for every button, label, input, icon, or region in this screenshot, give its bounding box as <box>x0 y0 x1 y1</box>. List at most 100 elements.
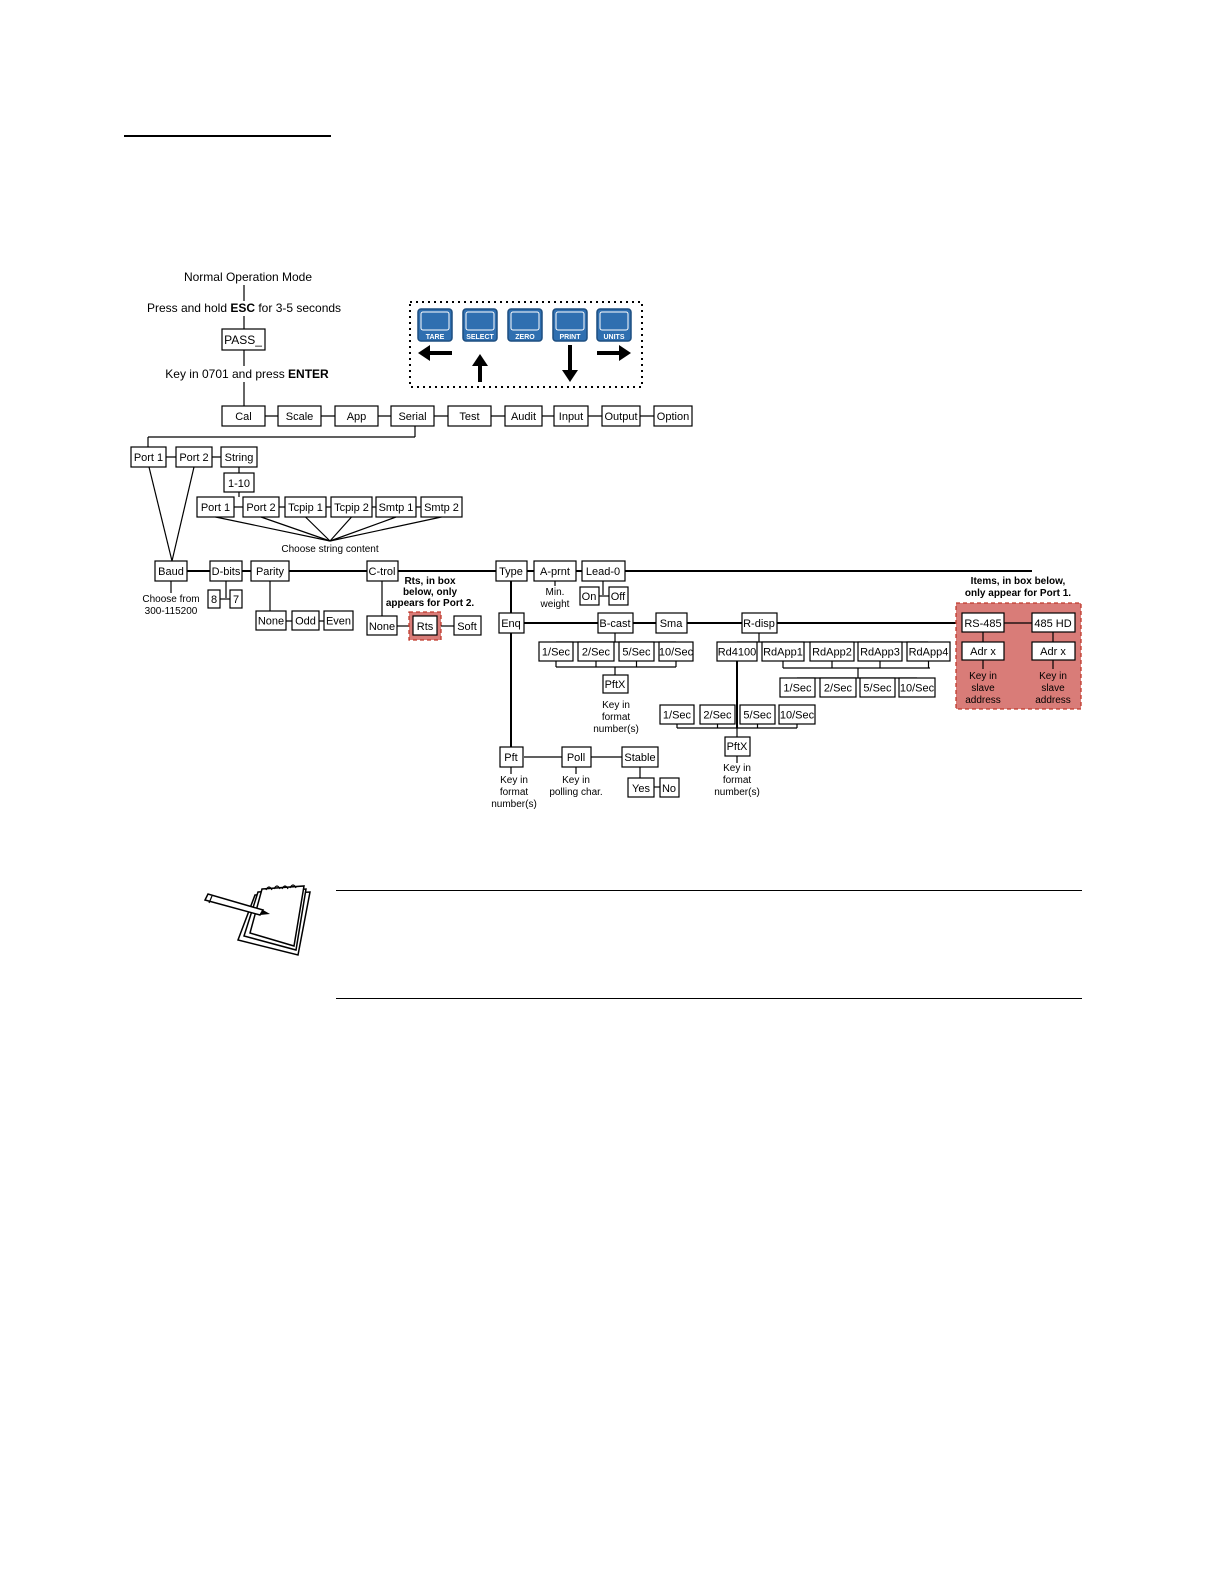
enq-label: Enq <box>501 618 521 630</box>
svg-text:SELECT: SELECT <box>466 334 494 341</box>
rd4100-rate-3-box <box>778 704 816 725</box>
note-rule-bottom <box>336 998 1082 999</box>
port-2-label: String <box>225 452 254 464</box>
rts-note-3: appears for Port 2. <box>386 598 475 609</box>
string-target-4-label: Smtp 1 <box>379 502 414 514</box>
menu-app-box <box>334 405 379 427</box>
svg-text:polling char.: polling char. <box>549 787 602 798</box>
lead0-off-box <box>608 586 629 606</box>
string-target-5-label: Smtp 2 <box>424 502 459 514</box>
svg-text:slave: slave <box>971 683 995 694</box>
menu-test-box <box>447 405 492 427</box>
rts-note-1: Rts, in box <box>404 576 456 587</box>
rd-opt-4-box <box>906 641 951 662</box>
zero-key-icon: ZERO <box>507 308 543 342</box>
menu-output-box <box>601 405 641 427</box>
svg-text:address: address <box>965 695 1001 706</box>
stable-no-box <box>659 777 680 798</box>
parity-even-label: Even <box>326 616 351 628</box>
pft-label: Pft <box>504 752 517 764</box>
bcast-label: B-cast <box>599 618 630 630</box>
rd4100-rate-1-label: 2/Sec <box>703 710 732 722</box>
bcast-rate-2-label: 5/Sec <box>622 647 651 659</box>
key-in-label: Key in 0701 and press ENTER <box>165 367 329 381</box>
menu-cal-box <box>221 405 266 427</box>
svg-text:PftX: PftX <box>727 741 748 753</box>
up-arrow-icon <box>472 354 488 382</box>
key-legend-frame <box>409 301 643 388</box>
baud-label: Baud <box>158 566 184 578</box>
port-0-box <box>130 446 167 468</box>
svg-text:Key in: Key in <box>500 775 528 786</box>
ctrol-rts-box <box>412 615 438 636</box>
rd-opt-0-label: Rd4100 <box>718 647 757 659</box>
rd-rate-0-box <box>779 677 816 698</box>
svg-text:7: 7 <box>233 594 239 606</box>
svg-text:No: No <box>662 783 676 795</box>
svg-text:number(s): number(s) <box>593 724 639 735</box>
svg-text:Key in: Key in <box>723 763 751 774</box>
bcast-rate-1-label: 2/Sec <box>582 647 611 659</box>
aprnt-label: A-prnt <box>540 566 570 578</box>
svg-text:Key in: Key in <box>969 671 997 682</box>
menu-scale-box <box>277 405 322 427</box>
menu-output-label: Output <box>604 411 637 423</box>
bcast-rate-3-label: 10/Sec <box>659 647 694 659</box>
baud-note-2: 300-115200 <box>145 606 198 617</box>
bcast-rate-3-box <box>658 641 694 662</box>
tare-key-icon: TARE <box>417 308 453 342</box>
rd-opt-3-box <box>857 641 903 662</box>
port1-note-1: Items, in box below, <box>971 576 1066 587</box>
parity-none-box <box>255 610 287 631</box>
svg-text:None: None <box>369 621 395 633</box>
rd4100-rate-1-box <box>699 704 736 725</box>
svg-text:8: 8 <box>211 594 217 606</box>
rd-rate-1-box <box>819 677 857 698</box>
units-key-icon: UNITS <box>596 308 632 342</box>
svg-text:TARE: TARE <box>426 334 445 341</box>
menu-input-box <box>553 405 589 427</box>
svg-text:RS-485: RS-485 <box>964 618 1001 630</box>
string-target-0-label: Port 1 <box>201 502 230 514</box>
baud-note-1: Choose from <box>142 594 199 605</box>
menu-audit-box <box>504 405 543 427</box>
svg-text:address: address <box>1035 695 1071 706</box>
svg-text:number(s): number(s) <box>714 787 760 798</box>
svg-text:Rts: Rts <box>417 621 434 633</box>
svg-text:On: On <box>582 591 597 603</box>
enq-box <box>498 612 525 634</box>
menu-option-label: Option <box>657 411 689 423</box>
rd-rate-0-label: 1/Sec <box>783 683 812 695</box>
select-key-icon: SELECT <box>462 308 498 342</box>
rd4100-rate-2-box <box>739 704 776 725</box>
section-rule <box>124 135 331 137</box>
svg-text:Adr x: Adr x <box>970 646 996 658</box>
rd-rate-3-box <box>898 677 936 698</box>
svg-text:format: format <box>602 712 631 723</box>
dbits-opt-7 <box>229 589 243 609</box>
note-pad-icon <box>203 884 311 956</box>
aprnt-note-2: weight <box>540 599 570 610</box>
sma-label: Sma <box>660 618 684 630</box>
rd-opt-1-box <box>761 641 805 662</box>
bcast-rate-0-label: 1/Sec <box>542 647 571 659</box>
down-arrow-icon <box>562 345 578 382</box>
svg-text:485 HD: 485 HD <box>1034 618 1071 630</box>
svg-text:Key in: Key in <box>562 775 590 786</box>
rdisp-label: R-disp <box>743 618 775 630</box>
note-rule-top <box>336 890 1082 891</box>
menu-audit-label: Audit <box>511 411 536 423</box>
svg-text:Yes: Yes <box>632 783 650 795</box>
svg-text:format: format <box>500 787 529 798</box>
bcast-rate-2-box <box>618 641 655 662</box>
port-0-label: Port 1 <box>134 452 163 464</box>
menu-option-box <box>653 405 693 427</box>
bcast-pftx-box <box>602 674 629 694</box>
menu-test-label: Test <box>459 411 479 423</box>
rd-opt-3-label: RdApp3 <box>860 647 900 659</box>
menu-serial-box <box>390 405 435 427</box>
lead0-label: Lead-0 <box>586 566 620 578</box>
aprnt-note-1: Min. <box>546 587 565 598</box>
rd-opt-1-label: RdApp1 <box>763 647 803 659</box>
